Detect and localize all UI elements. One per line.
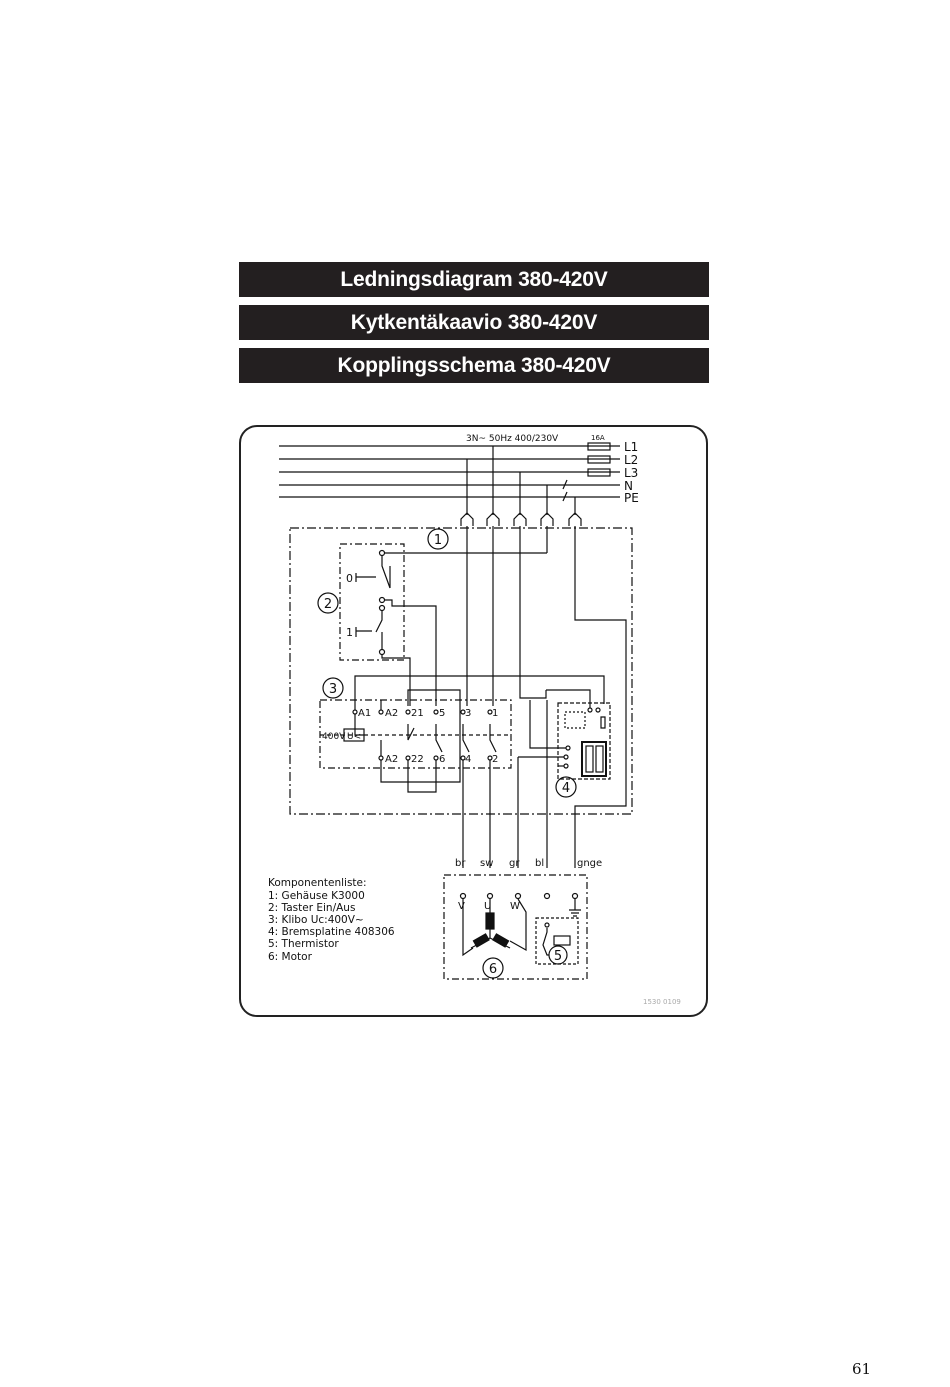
svg-text:1: Gehäuse K3000: 1: Gehäuse K3000 — [268, 890, 365, 902]
undervoltage-label: U< — [347, 732, 361, 742]
line-label-l2: L2 — [624, 453, 638, 467]
svg-text:3: Klibo Uc:400V~: 3: Klibo Uc:400V~ — [268, 914, 364, 926]
svg-text:A1: A1 — [358, 708, 371, 719]
svg-text:5: 5 — [439, 708, 445, 719]
phase-conductors — [462, 526, 548, 868]
contactor-outline — [319, 699, 512, 769]
callout-5-label: 5 — [554, 949, 562, 964]
svg-text:2: 2 — [492, 754, 498, 765]
svg-text:A2: A2 — [385, 754, 398, 765]
component-list: Komponentenliste: 1: Gehäuse K3000 2: Ta… — [268, 877, 395, 963]
svg-text:4: Bremsplatine 408306: 4: Bremsplatine 408306 — [268, 926, 395, 938]
motor-outline — [443, 874, 588, 980]
contactor-bottom-labels: A2 22 6 4 2 — [385, 754, 498, 765]
title-swedish: Ledningsdiagram 380-420V — [239, 262, 709, 297]
pushbutton-outline — [339, 543, 405, 661]
switch-on-label: 1 — [346, 626, 353, 639]
svg-text:4: 4 — [465, 754, 471, 765]
fuse-symbols — [587, 442, 611, 477]
svg-text:22: 22 — [411, 754, 424, 765]
callout-2 — [317, 592, 339, 614]
pe-conductor — [574, 526, 627, 868]
thermistor-outline — [535, 917, 579, 965]
callout-4-label: 4 — [562, 781, 570, 796]
callout-6-label: 6 — [489, 962, 497, 977]
page-number: 61 — [852, 1360, 872, 1378]
supply-bus — [279, 445, 620, 498]
motor-wire-labels: br sw gr bl gnge — [455, 858, 602, 869]
callout-4 — [555, 776, 577, 798]
svg-text:br: br — [455, 858, 466, 869]
callout-1 — [427, 528, 449, 550]
svg-text:A2: A2 — [385, 708, 398, 719]
svg-text:gr: gr — [509, 858, 520, 869]
svg-text:bl: bl — [535, 858, 544, 869]
n-pe-marks — [562, 479, 568, 502]
line-label-l1: L1 — [624, 440, 638, 454]
line-label-l3: L3 — [624, 466, 638, 480]
title-finnish: Kytkentäkaavio 380-420V — [239, 305, 709, 340]
svg-text:3: 3 — [465, 708, 471, 719]
svg-text:6: 6 — [439, 754, 445, 765]
pushbutton-contacts — [355, 549, 547, 706]
callout-6 — [482, 957, 504, 979]
callout-3 — [322, 677, 344, 699]
contactor-top-labels: A1 A2 21 5 3 1 — [358, 708, 498, 719]
svg-text:6: Motor: 6: Motor — [268, 951, 313, 963]
svg-text:V: V — [458, 901, 465, 912]
line-label-pe: PE — [624, 491, 639, 505]
motor-windings — [459, 892, 581, 957]
svg-text:2: Taster Ein/Aus: 2: Taster Ein/Aus — [268, 902, 355, 914]
svg-text:21: 21 — [411, 708, 424, 719]
switch-off-label: 0 — [346, 572, 353, 585]
contactor-contacts — [320, 675, 605, 793]
cable-glands — [460, 512, 582, 526]
drop-conductors — [466, 446, 576, 515]
svg-text:gnge: gnge — [577, 858, 602, 869]
brake-board-outline — [557, 702, 611, 780]
callout-3-label: 3 — [329, 682, 337, 697]
component-list-heading: Komponentenliste: — [268, 877, 367, 889]
line-labels: L1 L2 L3 N PE — [624, 440, 639, 505]
fuse-rating: 16A — [591, 434, 605, 442]
svg-text:1: 1 — [492, 708, 498, 719]
diagram-frame — [239, 425, 708, 1017]
svg-text:U: U — [484, 901, 491, 912]
line-label-n: N — [624, 479, 633, 493]
thermistor-symbol — [542, 922, 571, 956]
housing-outline — [289, 527, 633, 815]
svg-text:sw: sw — [480, 858, 493, 869]
title-dutch: Kopplingsschema 380-420V — [239, 348, 709, 383]
callout-1-label: 1 — [434, 533, 442, 548]
brake-board-internals — [518, 689, 607, 777]
drawing-number: 1530 0109 — [643, 998, 681, 1006]
svg-text:5: Thermistor: 5: Thermistor — [268, 938, 339, 950]
motor-terminal-labels: V U W — [458, 901, 520, 912]
coil-voltage-label: 400V — [322, 732, 346, 742]
callout-2-label: 2 — [324, 597, 332, 612]
svg-text:W: W — [510, 901, 520, 912]
supply-label: 3N~ 50Hz 400/230V — [466, 434, 559, 444]
